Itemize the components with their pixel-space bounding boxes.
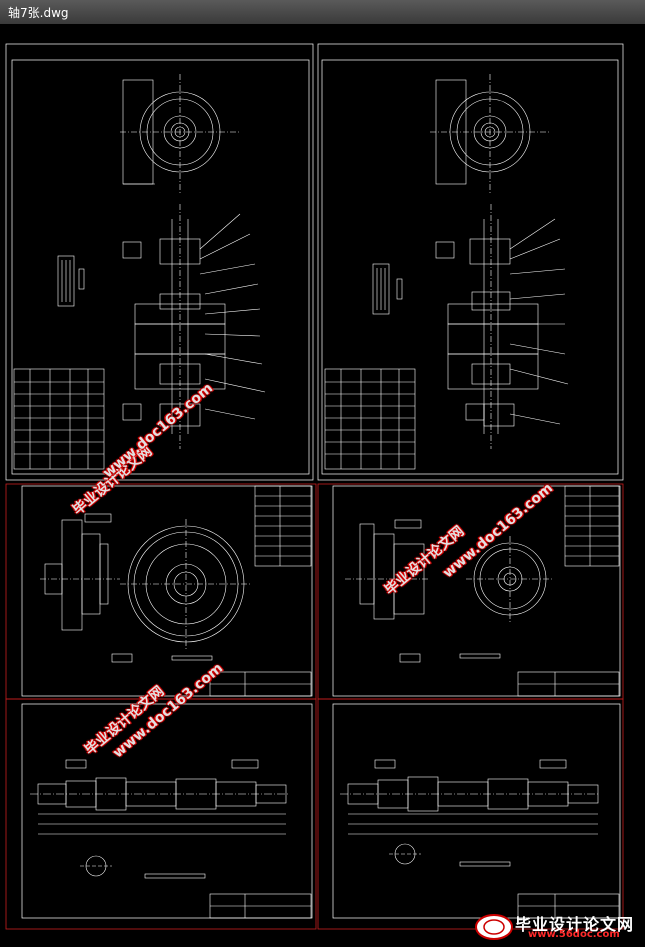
- sheet-frame-6: [332, 703, 621, 919]
- cad-drawing: [5, 43, 624, 930]
- sheet-frame-3: [21, 485, 313, 697]
- sheet-frame-5-red: [5, 698, 317, 930]
- sheet-2-drawing: [324, 74, 569, 470]
- sheet-frame-2: [321, 59, 619, 475]
- window-title: 轴7张.dwg: [8, 6, 69, 20]
- title-bar: 轴7张.dwg: [0, 0, 645, 25]
- drawing-canvas[interactable]: 毕业设计论文网 www.doc163.com 毕业设计论文网 www.doc16…: [0, 24, 645, 943]
- sheet-frame-1: [11, 59, 310, 475]
- sheet-3-drawing: [40, 485, 312, 697]
- sheet-4-drawing: [345, 485, 620, 697]
- sheet-frame-6-red: [317, 698, 624, 930]
- sheet-frame-4: [332, 485, 621, 697]
- logo-name: 毕业设计论文网: [515, 915, 635, 934]
- sheet-frame-2-outer: [317, 43, 624, 481]
- site-logo: 毕业设计论文网 www.56doc.com: [470, 910, 645, 943]
- sheet-1-drawing: [13, 74, 266, 470]
- sheet-6-drawing: [340, 759, 620, 919]
- sheet-5-drawing: [30, 759, 312, 919]
- sheet-frame-5: [21, 703, 313, 919]
- sheet-frame-1-outer: [5, 43, 314, 481]
- logo-url: www.56doc.com: [528, 929, 620, 940]
- logo-icon: [475, 914, 513, 940]
